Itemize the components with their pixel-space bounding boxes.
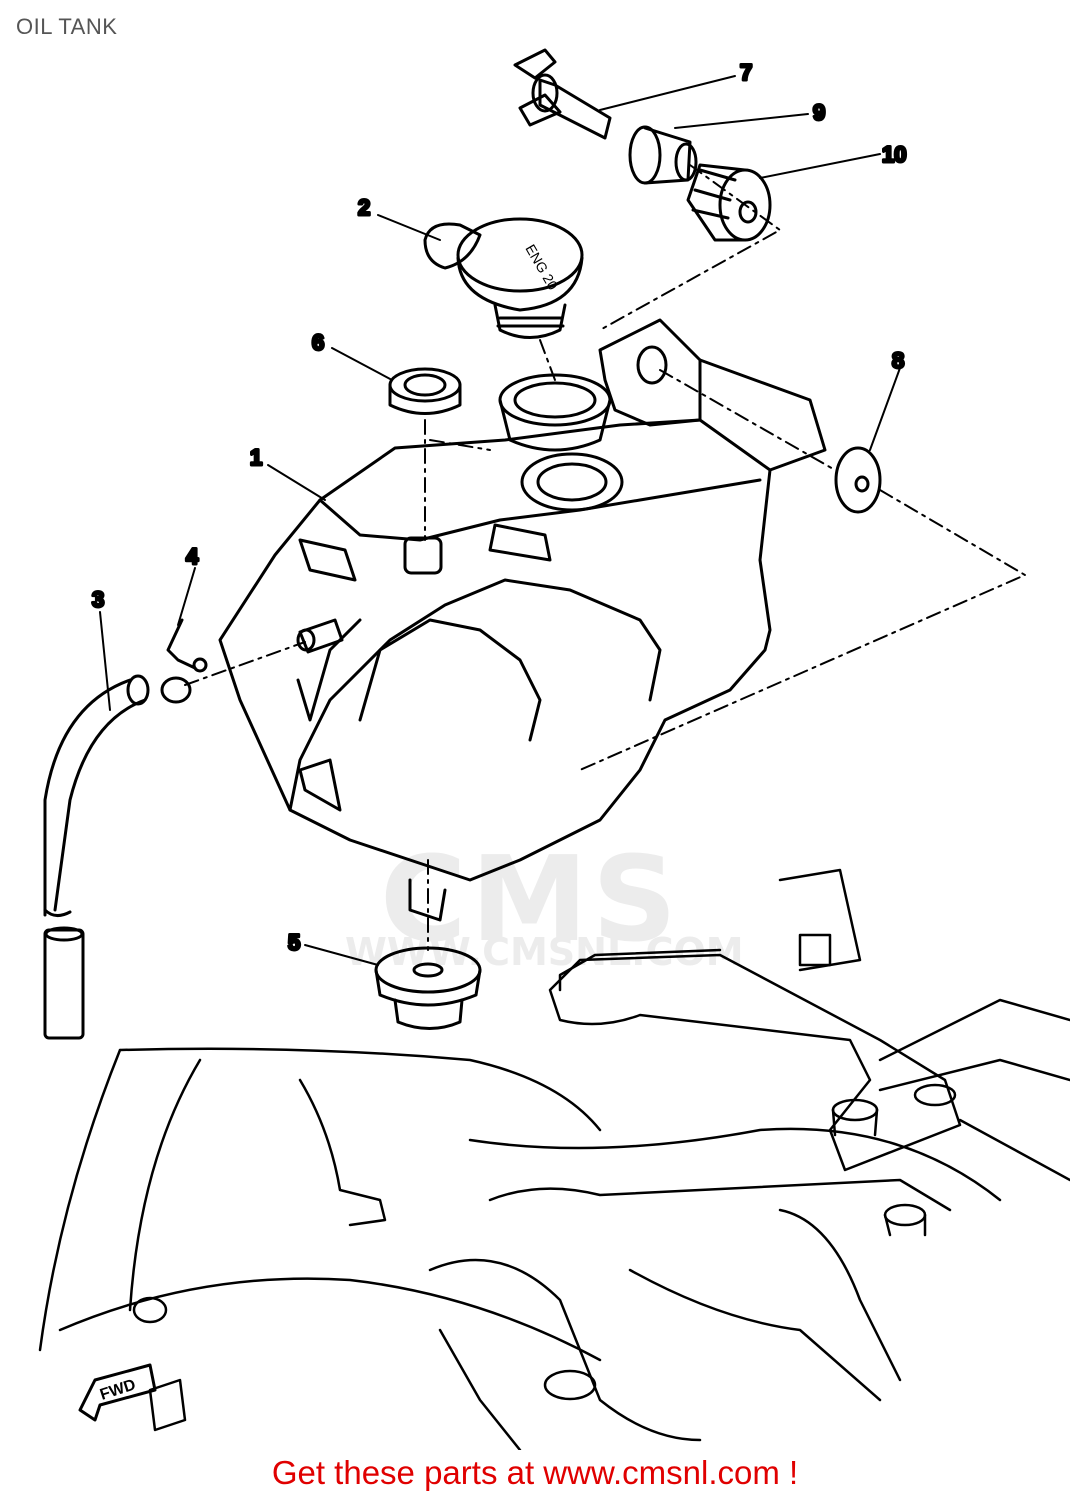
- callout-7: 7: [740, 60, 752, 85]
- callout-10: 10: [882, 142, 906, 167]
- oil-tank-exploded-diagram: ENG 20: [38, 48, 1070, 1450]
- part-filler-neck: [498, 373, 612, 452]
- callout-6: 6: [312, 330, 324, 355]
- callout-8: 8: [892, 348, 904, 373]
- part-rubber-mount: [686, 163, 772, 242]
- frame-assembly: [38, 868, 1070, 1450]
- part-washer: [834, 446, 882, 514]
- callout-9: 9: [813, 100, 825, 125]
- part-filler-cap: ENG 20: [423, 217, 584, 339]
- part-collar: [628, 125, 698, 185]
- footer-link-text[interactable]: Get these parts at www.cmsnl.com !: [271, 1454, 799, 1491]
- callout-1: 1: [250, 445, 262, 470]
- watermark-logo: CMS: [380, 830, 682, 968]
- fwd-arrow: FWD: [78, 1363, 157, 1422]
- callout-4: 4: [186, 544, 199, 569]
- part-fitting: [296, 618, 344, 654]
- part-grommet-lower: [374, 946, 482, 1030]
- part-hose: [43, 674, 150, 1040]
- part-grommet-upper: [388, 367, 462, 415]
- part-bolt: [513, 48, 612, 140]
- part-clip: [160, 618, 208, 704]
- assembly-lines: [184, 164, 1026, 951]
- callout-3: 3: [92, 587, 104, 612]
- callouts: [99, 75, 901, 966]
- page-title: OIL TANK: [16, 14, 118, 39]
- callout-2: 2: [358, 195, 370, 220]
- callout-5: 5: [288, 930, 300, 955]
- cap-marking: ENG 20: [522, 242, 561, 293]
- part-oil-tank: [218, 318, 827, 922]
